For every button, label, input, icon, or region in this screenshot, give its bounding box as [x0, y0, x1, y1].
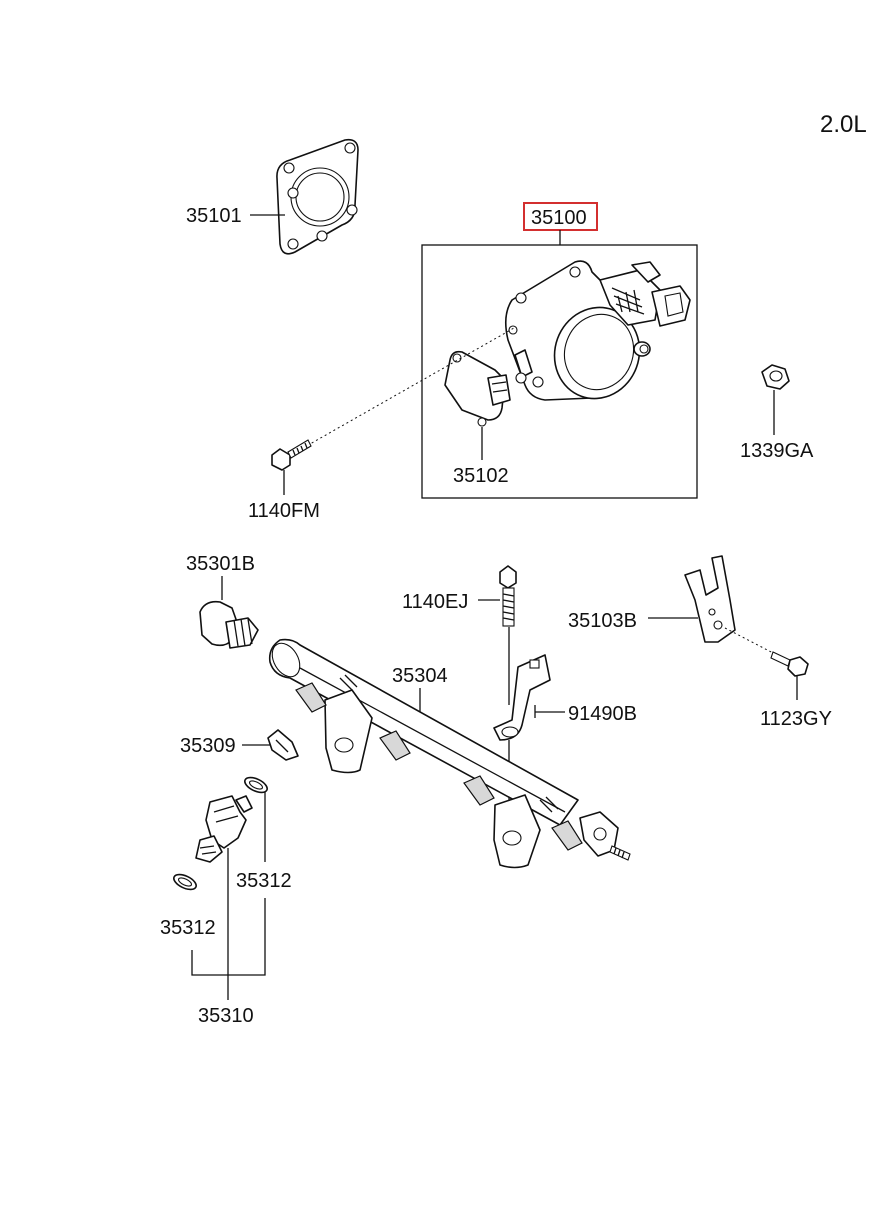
- clip-35309-drawing: [267, 729, 299, 761]
- injector-35310-drawing: [195, 795, 253, 863]
- regulator-35301B-drawing: [199, 600, 259, 649]
- bracket-91490B-drawing: [493, 654, 551, 741]
- part-label-35102[interactable]: 35102: [453, 465, 509, 487]
- part-label-1140FM[interactable]: 1140FM: [248, 500, 320, 522]
- part-label-91490B[interactable]: 91490B: [568, 703, 637, 725]
- part-label-35312-upper[interactable]: 35312: [236, 870, 292, 892]
- part-label-35301B[interactable]: 35301B: [186, 553, 255, 575]
- part-label-1339GA[interactable]: 1339GA: [740, 440, 814, 462]
- dashed-assembly-line-1140FM: [302, 327, 515, 449]
- screw-1140FM-drawing: [271, 439, 312, 471]
- part-label-1140EJ[interactable]: 1140EJ: [402, 591, 468, 613]
- engine-displacement-label: 2.0L: [820, 111, 867, 138]
- o-ring-upper-inner: [248, 780, 264, 790]
- part-label-35100[interactable]: 35100: [531, 207, 587, 229]
- fuel-rail-35304-drawing: [268, 638, 631, 869]
- nut-1339GA-drawing: [761, 364, 790, 390]
- bracket-35103B-drawing: [684, 555, 736, 643]
- part-label-1123GY[interactable]: 1123GY: [760, 708, 832, 730]
- assembly-box-35100: [421, 244, 698, 499]
- part-label-35101[interactable]: 35101: [186, 205, 242, 227]
- part-label-35312-lower[interactable]: 35312: [160, 917, 216, 939]
- part-label-35304[interactable]: 35304: [392, 665, 448, 687]
- bolt-1123GY-drawing: [770, 651, 809, 677]
- part-label-35309[interactable]: 35309: [180, 735, 236, 757]
- dashed-assembly-line-1123GY: [724, 627, 776, 655]
- part-label-35310[interactable]: 35310: [198, 1005, 254, 1027]
- bolt-1140EJ-drawing: [499, 565, 517, 627]
- gasket-35101-drawing: [276, 138, 359, 255]
- throttle-body-drawing: [504, 260, 691, 401]
- part-label-35103B[interactable]: 35103B: [568, 610, 637, 632]
- o-ring-lower-inner: [177, 877, 193, 887]
- tps-sensor-35102-drawing: [444, 350, 511, 427]
